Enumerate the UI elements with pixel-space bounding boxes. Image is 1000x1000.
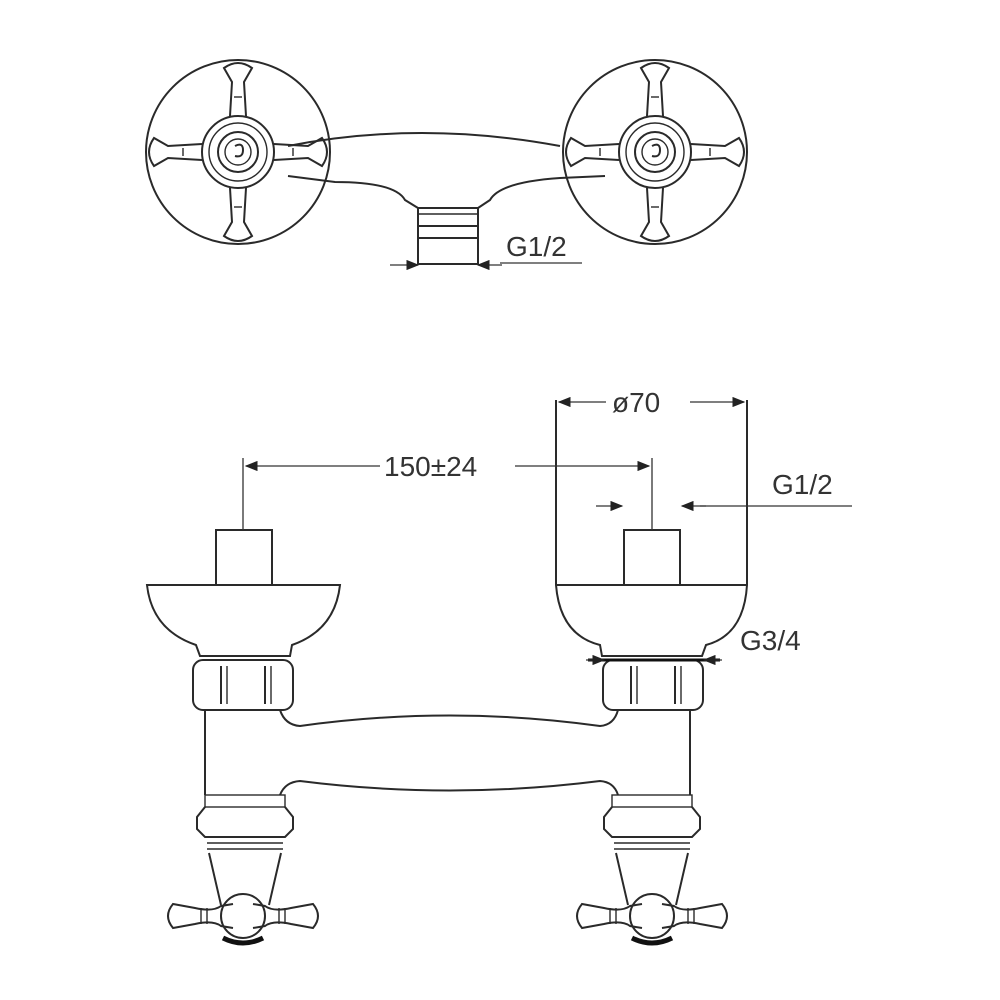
left-cross-handle-icon — [148, 62, 328, 242]
connection-thread-label: G3/4 — [740, 625, 801, 656]
right-nut — [602, 659, 704, 711]
inlet-thread-label: G1/2 — [772, 469, 833, 500]
front-view: 150±24 ø70 G1/2 G3/4 — [145, 387, 852, 943]
outlet-thread-label: G1/2 — [506, 231, 567, 262]
left-wall-cup — [145, 584, 342, 657]
center-distance-label: 150±24 — [384, 451, 477, 482]
left-nut — [192, 659, 294, 711]
right-cross-handle-icon — [565, 62, 745, 242]
left-cross-handle-icon — [168, 894, 318, 943]
body-bottom-outline — [287, 175, 606, 209]
right-flange-outline — [555, 400, 748, 657]
right-inlet-stub — [623, 529, 681, 586]
right-valve-collar — [603, 794, 701, 906]
outlet-stem — [417, 207, 479, 265]
left-inlet-stub — [215, 529, 273, 586]
body-upper-outline — [279, 709, 619, 728]
left-valve-collar — [196, 794, 294, 906]
right-wall-flange — [562, 59, 748, 245]
body-top-outline — [287, 132, 561, 147]
body-lower-outline — [279, 779, 619, 796]
right-cross-handle-icon — [577, 894, 727, 943]
left-wall-flange — [145, 59, 331, 245]
diameter-label: ø70 — [612, 387, 660, 418]
top-view: G1/2 — [145, 59, 748, 271]
